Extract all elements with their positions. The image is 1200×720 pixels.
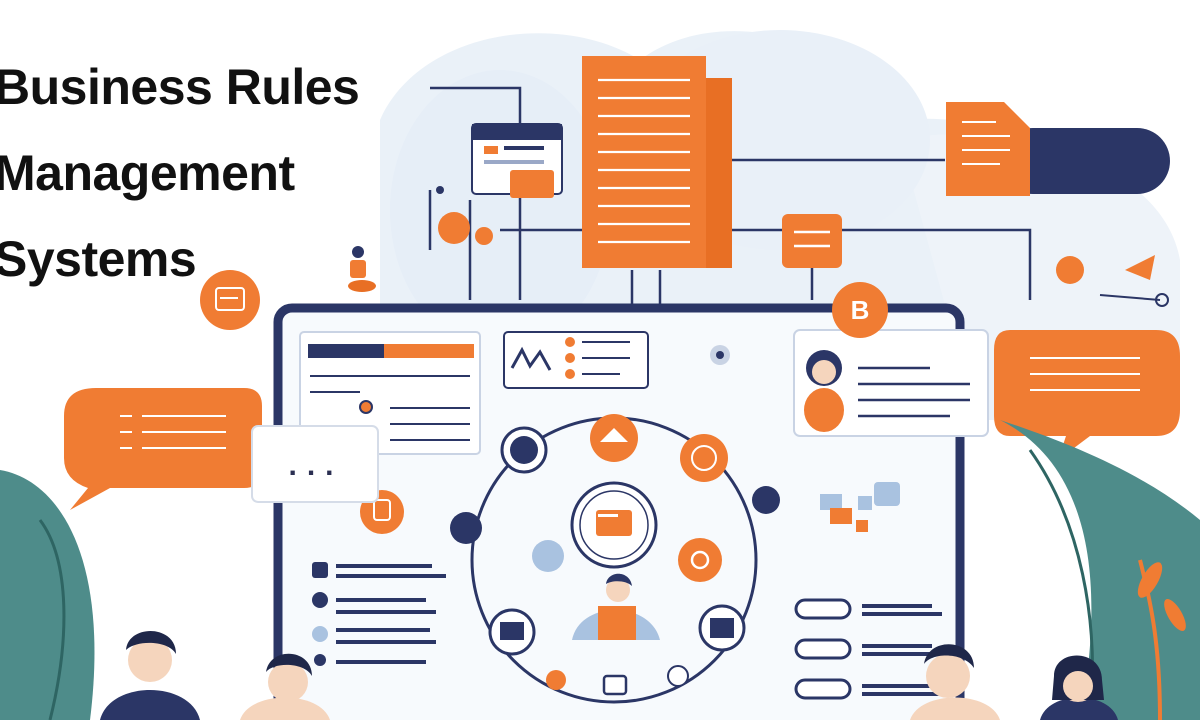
right-list xyxy=(794,482,942,700)
top-right-circle-icon xyxy=(1056,255,1169,307)
mini-browser-card xyxy=(471,123,563,198)
left-leaves xyxy=(0,470,95,720)
title-line-1: Business Rules xyxy=(0,59,360,115)
person-center-left xyxy=(240,653,330,720)
b-badge-label: B xyxy=(850,294,870,325)
profile-card xyxy=(793,329,989,437)
small-list-card xyxy=(782,214,842,268)
hub-diagram xyxy=(360,414,780,704)
left-list xyxy=(312,562,446,666)
person-far-right xyxy=(1040,655,1118,720)
b-badge-circle xyxy=(832,282,888,338)
person-left xyxy=(100,630,200,720)
title-line-3: Systems xyxy=(0,231,197,287)
ellipsis-bubble-shape xyxy=(251,425,379,503)
right-leaves xyxy=(1000,420,1200,720)
document-capsule xyxy=(946,102,1170,196)
page-title: Business Rules Management Systems xyxy=(0,44,360,302)
form-panel xyxy=(299,331,481,455)
small-person-icon xyxy=(348,246,376,292)
small-node-icon xyxy=(710,345,730,365)
gear-icons-cluster xyxy=(436,186,493,245)
large-document xyxy=(582,56,732,268)
chart-card xyxy=(503,331,649,389)
title-line-2: Management xyxy=(0,145,295,201)
left-speech-bubble xyxy=(64,388,262,510)
person-right xyxy=(910,644,1000,720)
right-speech-bubble xyxy=(994,330,1180,460)
center-person xyxy=(572,573,660,640)
left-orange-badge-icon xyxy=(200,270,260,330)
ellipsis-bubble-text: ... xyxy=(288,449,344,482)
